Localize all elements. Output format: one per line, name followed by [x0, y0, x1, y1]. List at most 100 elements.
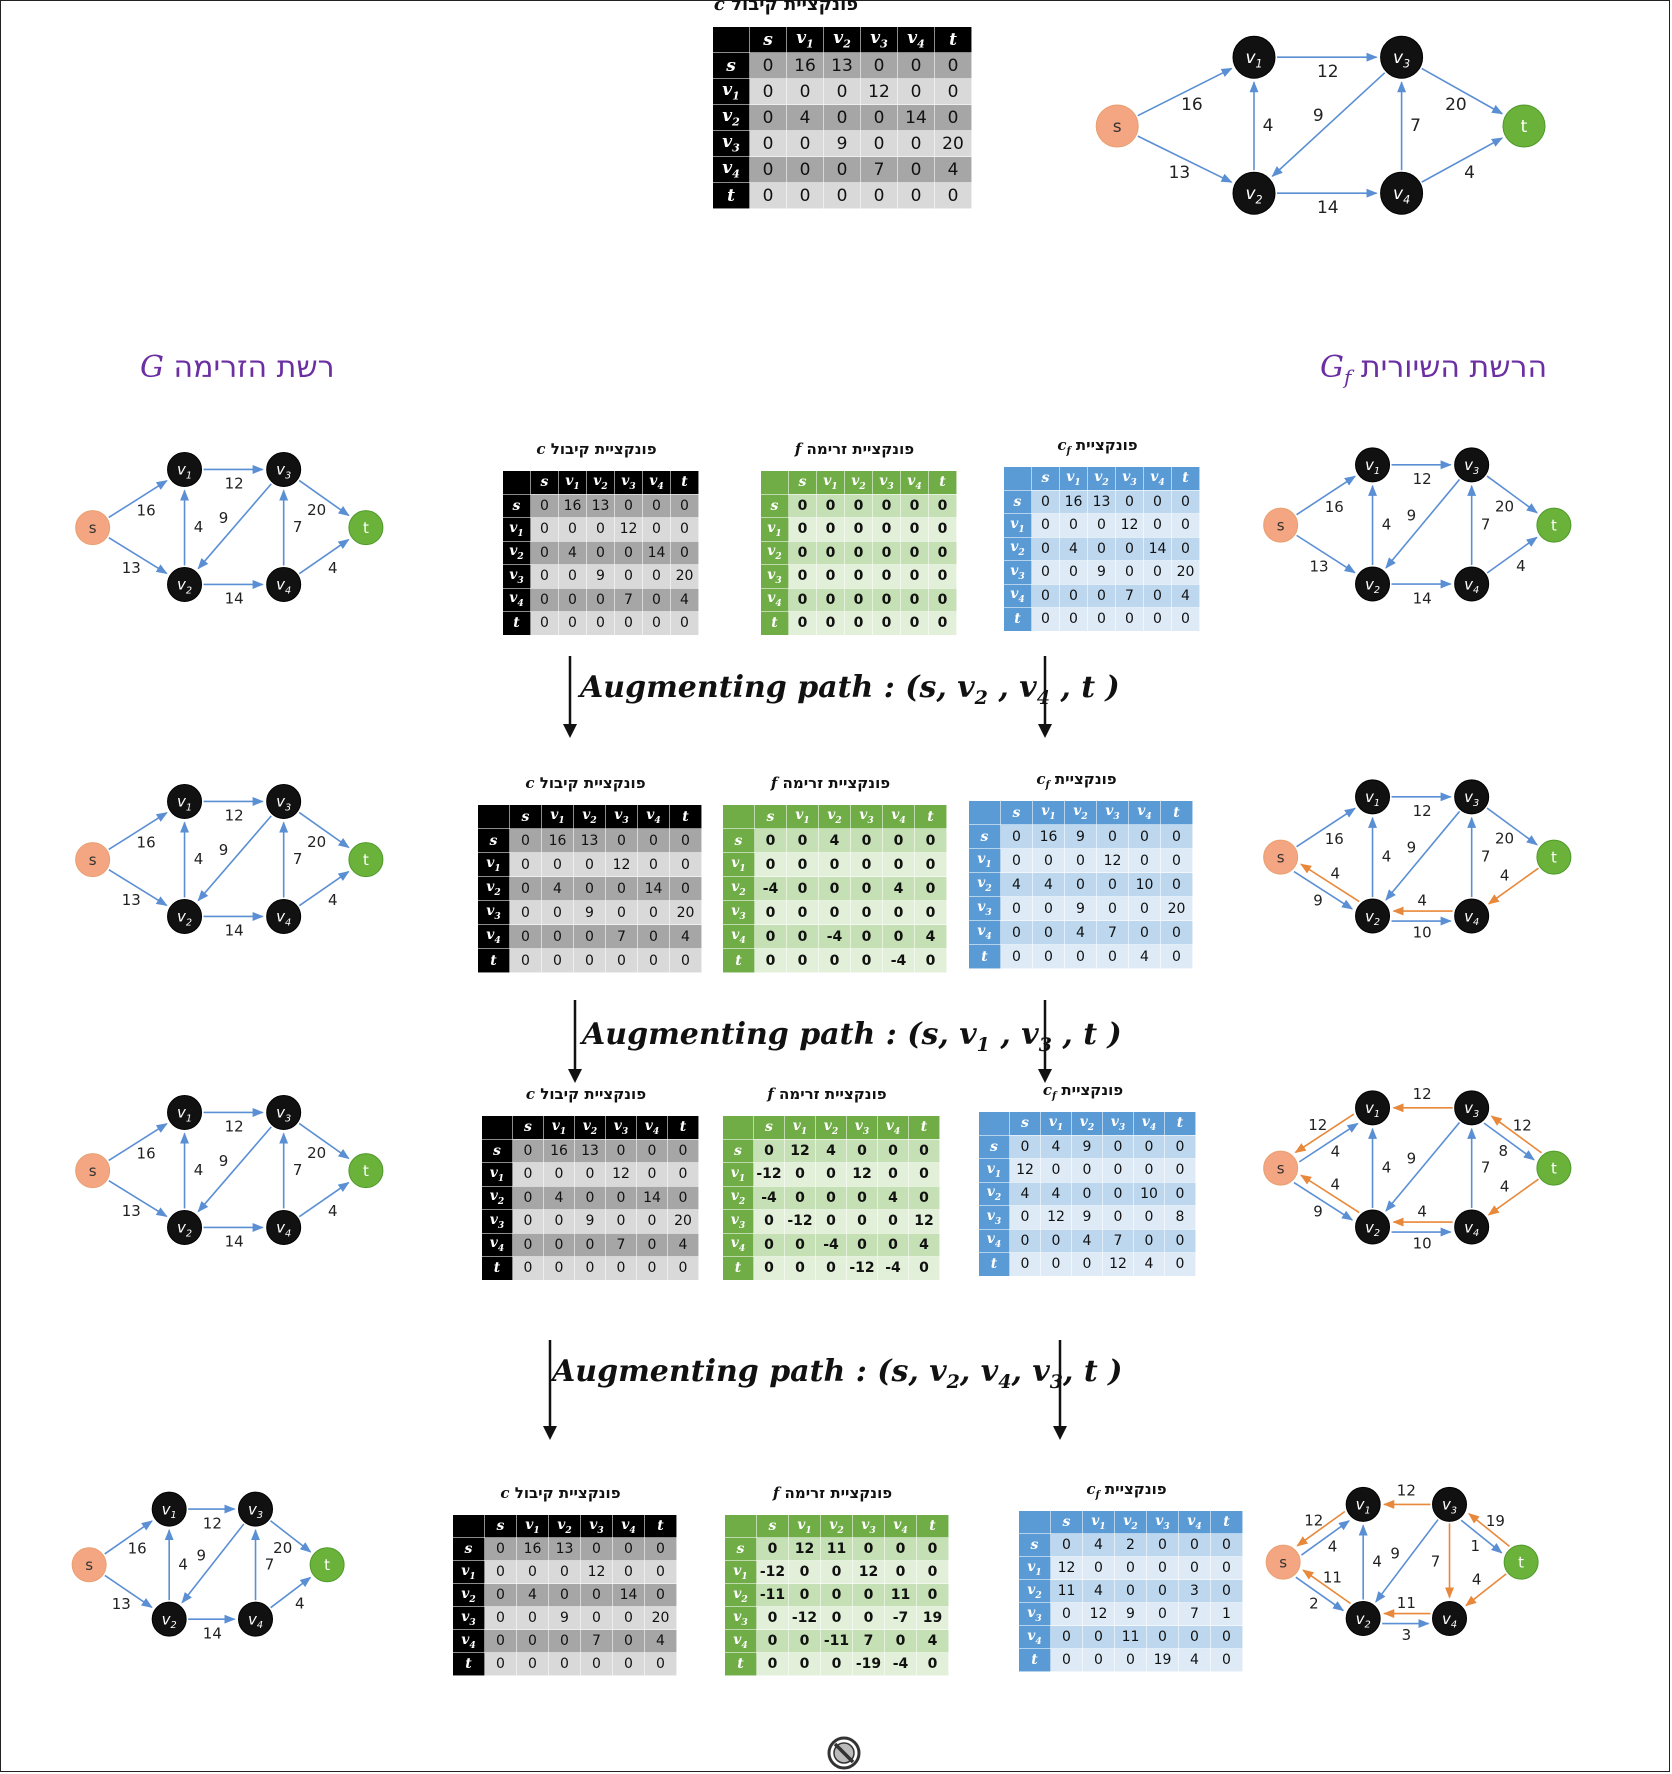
matrix-cell: 0 [636, 1162, 668, 1187]
matrix-cell: 0 [1000, 896, 1033, 921]
col-header: v1 [1082, 1510, 1115, 1534]
matrix-cell: -4 [818, 924, 851, 949]
matrix-cell: 0 [614, 540, 643, 565]
matrix-cell: 0 [1040, 1252, 1072, 1277]
row-header: v2 [724, 1583, 757, 1607]
matrix-cell: 0 [897, 156, 935, 183]
node-v3: v3 [1454, 779, 1490, 815]
col-header: t [1160, 800, 1193, 825]
matrix-cell: 11 [1114, 1625, 1147, 1649]
edge-weight-v2-v4: 14 [225, 590, 244, 608]
node-v4: v4 [1432, 1601, 1468, 1637]
node-t: t [1503, 1544, 1539, 1580]
matrix-cell: 4 [670, 587, 699, 612]
edge-weight-v2-v1: 4 [194, 1161, 204, 1179]
matrix-cell: 14 [1143, 536, 1172, 561]
edge-t-v4 [1465, 1573, 1507, 1607]
matrix-cell: 0 [860, 104, 898, 131]
col-header: v1 [784, 1115, 816, 1140]
edge-weight-v1-v3: 12 [1317, 62, 1339, 82]
matrix-cell: 0 [816, 587, 845, 612]
col-header: t [670, 470, 699, 495]
node-t: t [1536, 1150, 1572, 1186]
matrix-cell: 4 [1128, 944, 1161, 969]
col-header: s [512, 1115, 544, 1140]
edge-s-v2 [1296, 534, 1356, 574]
matrix-cell: 0 [786, 130, 824, 157]
col-header [502, 470, 531, 495]
matrix-cell: 0 [850, 900, 883, 925]
row-header: v4 [724, 1629, 757, 1653]
edge-weight-v2-v4: 10 [1413, 1234, 1432, 1252]
matrix-cell: 0 [1064, 944, 1097, 969]
node-v3: v3 [1454, 447, 1490, 483]
matrix-cell: 0 [753, 1138, 785, 1163]
matrix-cell: 0 [788, 1652, 821, 1676]
matrix-cell: 0 [1128, 896, 1161, 921]
matrix-cell: 0 [1115, 489, 1144, 514]
matrix-cell: 0 [786, 924, 819, 949]
node-t: t [348, 510, 384, 546]
matrix-cell: 0 [605, 1209, 637, 1234]
matrix-cell: 11 [1050, 1579, 1083, 1603]
matrix-cell: 0 [756, 1629, 789, 1653]
matrix-cell: 0 [1115, 536, 1144, 561]
col-header [760, 470, 789, 495]
row-header: v4 [452, 1629, 485, 1653]
matrix-cell: 0 [1071, 1158, 1103, 1183]
matrix-cell: 0 [1087, 536, 1116, 561]
matrix-cell: 0 [516, 1560, 549, 1584]
col-header: v3 [1102, 1111, 1134, 1136]
matrix-cell: 0 [642, 587, 671, 612]
row-header: v2 [452, 1583, 485, 1607]
row-header: v2 [1003, 536, 1032, 561]
matrix-cell: 12 [1082, 1602, 1115, 1626]
matrix-cell: 0 [872, 564, 901, 589]
col-header: v4 [1178, 1510, 1211, 1534]
matrix-cell: 0 [860, 182, 898, 209]
matrix-cell: 0 [877, 1162, 909, 1187]
edge-weight-v4-t: 4 [295, 1594, 305, 1612]
svg-text:t: t [1518, 1553, 1524, 1571]
matrix-cell: 0 [818, 948, 851, 973]
matrix-cell: 0 [1133, 1134, 1165, 1159]
matrix-cell: -4 [753, 1185, 785, 1210]
col-header: v2 [1064, 800, 1097, 825]
col-header: v4 [1143, 466, 1172, 491]
matrix-cell: 0 [788, 540, 817, 565]
col-header: v4 [612, 1514, 645, 1538]
matrix-cell: 0 [818, 900, 851, 925]
node-s: s [71, 1547, 107, 1583]
node-v4: v4 [266, 1209, 302, 1245]
col-header: v4 [897, 26, 935, 53]
edge-v3-v2 [197, 815, 272, 902]
matrix-cell: 20 [644, 1606, 677, 1630]
matrix-cell: 0 [1096, 896, 1129, 921]
matrix-cell: 0 [580, 1606, 613, 1630]
matrix-cell: 0 [914, 900, 947, 925]
matrix-cell: 0 [1050, 1602, 1083, 1626]
matrix-cell: 0 [605, 1185, 637, 1210]
col-header [724, 1514, 757, 1538]
edge-weight-s-v2: 13 [122, 891, 141, 909]
node-v4: v4 [266, 898, 302, 934]
matrix-cell: 0 [580, 1537, 613, 1561]
node-s: s [75, 510, 111, 546]
edge-weight-v2-v4: 14 [1317, 198, 1339, 218]
matrix-cell: 0 [753, 1256, 785, 1281]
matrix-cell: 10 [1128, 872, 1161, 897]
matrix-cell: 14 [637, 876, 670, 901]
matrix-cell: 0 [784, 1232, 816, 1257]
matrix-cell: 0 [786, 900, 819, 925]
matrix-cell: 4 [541, 876, 574, 901]
matrix-cell: 0 [1143, 489, 1172, 514]
matrix-cell: 0 [1087, 583, 1116, 608]
matrix-cell: 0 [877, 1209, 909, 1234]
matrix-cell: 0 [484, 1583, 517, 1607]
